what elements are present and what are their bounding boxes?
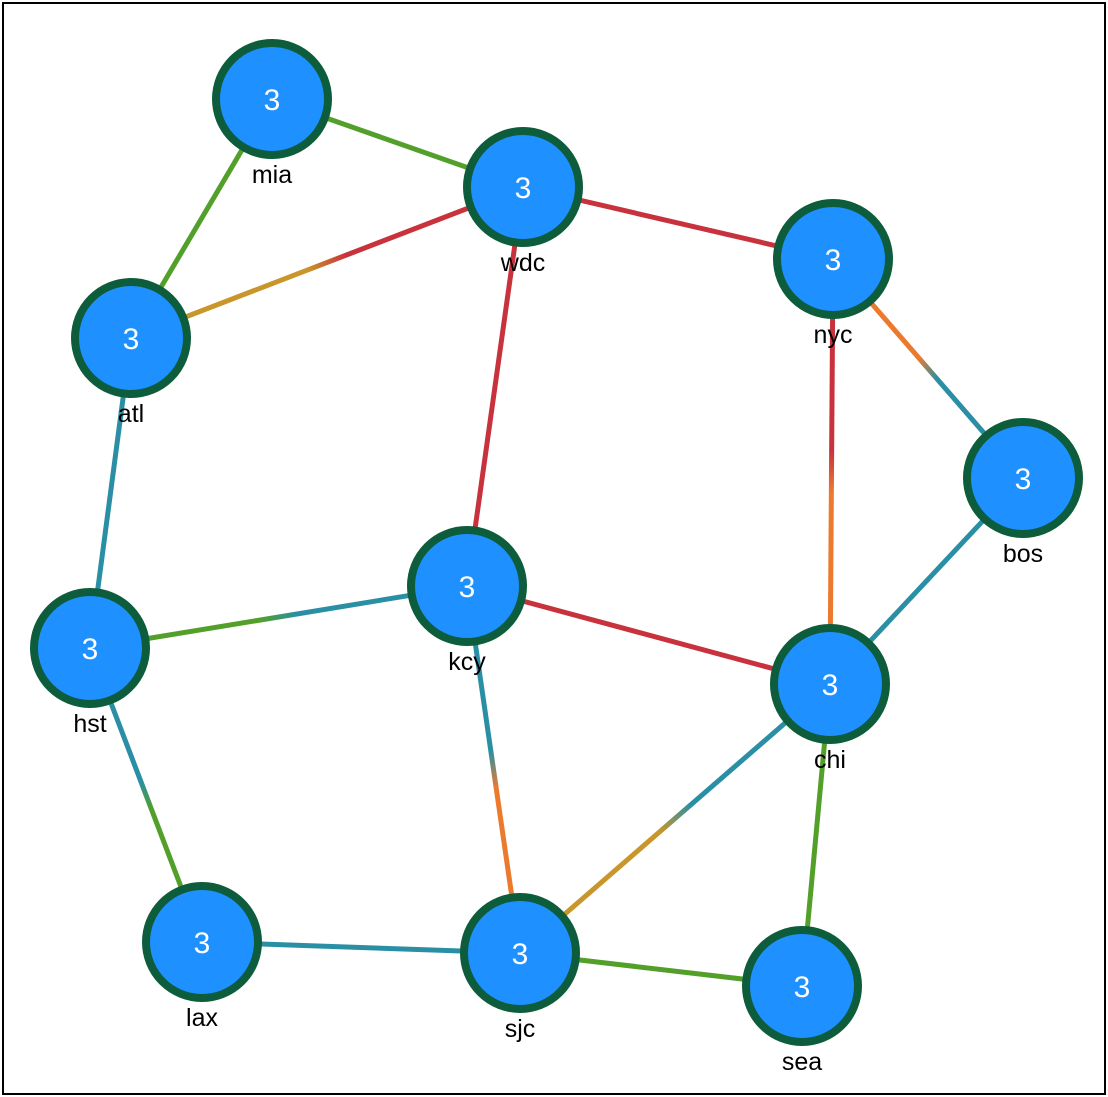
node-label: chi	[814, 746, 846, 774]
node-value: 3	[1015, 463, 1032, 496]
node-circle[interactable]	[71, 278, 191, 398]
node-value: 3	[512, 938, 529, 971]
node-circle[interactable]	[770, 624, 890, 744]
edge-nyc-chi	[827, 258, 836, 685]
network-graph: 3 mia 3 wdc 3 nyc 3 atl 3 bos 3 kcy 3 hst 3 chi 3 lax 3 sjc…	[30, 39, 1083, 1076]
node-value: 3	[794, 971, 811, 1004]
node-label: lax	[186, 1004, 218, 1032]
node-sjc[interactable]: 3 sjc	[460, 893, 580, 1043]
node-bos[interactable]: 3 bos	[963, 418, 1083, 568]
node-circle[interactable]	[460, 893, 580, 1013]
node-label: bos	[1003, 540, 1043, 568]
node-value: 3	[194, 927, 211, 960]
node-lax[interactable]: 3 lax	[142, 882, 262, 1032]
node-kcy[interactable]: 3 kcy	[407, 526, 527, 676]
node-atl[interactable]: 3 atl	[71, 278, 191, 428]
node-value: 3	[264, 84, 281, 117]
edge-wdc-kcy	[464, 186, 526, 587]
edge-kcy-sjc	[464, 585, 523, 954]
node-value: 3	[123, 323, 140, 356]
node-circle[interactable]	[212, 39, 332, 159]
nodes-layer: 3 mia 3 wdc 3 nyc 3 atl 3 bos 3 kcy 3 hst 3 chi 3 lax 3 sjc…	[30, 39, 1083, 1076]
node-hst[interactable]: 3 hst	[30, 588, 150, 738]
node-label: sea	[782, 1048, 822, 1076]
node-label: atl	[118, 400, 144, 428]
node-sea[interactable]: 3 sea	[742, 926, 862, 1076]
node-circle[interactable]	[773, 199, 893, 319]
node-circle[interactable]	[742, 926, 862, 1046]
node-value: 3	[459, 571, 476, 604]
node-label: kcy	[448, 648, 486, 676]
edge-chi-sjc	[518, 682, 832, 955]
node-value: 3	[822, 669, 839, 702]
edge-kcy-chi	[466, 583, 831, 687]
node-mia[interactable]: 3 mia	[212, 39, 332, 189]
node-circle[interactable]	[463, 127, 583, 247]
node-value: 3	[82, 633, 99, 666]
node-label: sjc	[505, 1015, 536, 1043]
node-circle[interactable]	[407, 526, 527, 646]
node-circle[interactable]	[963, 418, 1083, 538]
node-label: nyc	[814, 321, 853, 349]
node-wdc[interactable]: 3 wdc	[463, 127, 583, 277]
node-circle[interactable]	[142, 882, 262, 1002]
node-chi[interactable]: 3 chi	[770, 624, 890, 774]
node-nyc[interactable]: 3 nyc	[773, 199, 893, 349]
node-circle[interactable]	[30, 588, 150, 708]
node-label: wdc	[500, 249, 545, 277]
edge-wdc-atl	[130, 184, 524, 341]
edge-kcy-hst	[89, 583, 468, 651]
node-value: 3	[825, 244, 842, 277]
node-label: mia	[252, 161, 292, 189]
node-value: 3	[515, 172, 532, 205]
node-label: hst	[73, 710, 106, 738]
